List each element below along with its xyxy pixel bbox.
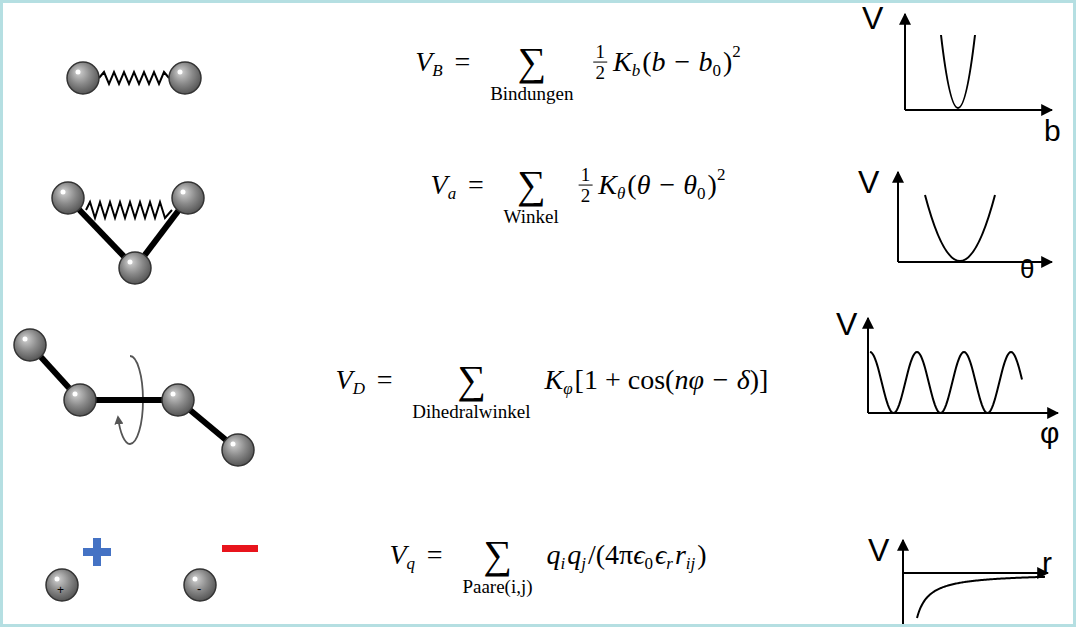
bond-plot — [905, 14, 1052, 110]
sum-symbol: ∑ — [483, 535, 512, 575]
axis-label: θ — [1020, 254, 1034, 284]
formula-row: VB=∑Bindungen12Kb(b − b0)2 — [415, 42, 741, 83]
charge-sign: + — [57, 583, 64, 597]
formula-symbol: K — [598, 171, 617, 199]
formula-symbol: ϵ — [655, 541, 666, 569]
fraction-denominator: 2 — [579, 186, 593, 206]
subscript: a — [448, 185, 457, 202]
minus-symbol — [222, 545, 258, 552]
sum-index: Bindungen — [490, 82, 573, 106]
formula-symbol: = — [427, 541, 443, 569]
formula-symbol: ϵ — [633, 541, 644, 569]
subscript: θ — [617, 185, 625, 202]
subscript: B — [432, 62, 442, 79]
fraction-denominator: 2 — [594, 63, 608, 83]
formula-symbol: ( — [627, 171, 636, 199]
subscript: φ — [563, 380, 572, 397]
superscript: 2 — [717, 166, 726, 183]
fraction-numerator: 1 — [594, 42, 608, 63]
sum-block: ∑Paare(i,j) — [462, 535, 532, 599]
formula-symbol: nφ − δ — [674, 366, 749, 394]
sum-index: Dihedralwinkel — [412, 400, 530, 424]
formula-symbol: ) — [708, 171, 717, 199]
sum-block: ∑Bindungen — [490, 42, 573, 106]
angle-figure — [52, 182, 204, 284]
formula-symbol: V — [389, 541, 406, 569]
angle-plot — [898, 172, 1052, 262]
fraction: 12 — [579, 165, 593, 206]
sum-index: Paare(i,j) — [462, 575, 532, 599]
axis-label: V — [862, 0, 883, 36]
axis-label-box: φ — [1040, 418, 1059, 448]
axis-label: V — [836, 306, 857, 342]
formula-row: Vq=∑Paare(i,j)qiqj/(4πϵ0ϵrrij) — [389, 535, 706, 575]
subscript: 0 — [697, 185, 706, 202]
formula-symbol: [1 + cos( — [575, 366, 675, 394]
formula-row: Va=∑Winkel12Kθ(θ − θ0)2 — [431, 165, 726, 206]
fraction-numerator: 1 — [579, 165, 593, 186]
charge-sign-box: - — [197, 579, 201, 597]
formula-symbol: V — [336, 366, 353, 394]
formula-symbol: q — [547, 541, 561, 569]
sum-index: Winkel — [504, 205, 559, 229]
formula-symbol: θ − θ — [637, 171, 697, 199]
formula-symbol: V — [431, 171, 448, 199]
formula-symbol: q — [567, 541, 581, 569]
axis-label: r — [1042, 546, 1052, 579]
formula-symbol: K — [545, 366, 564, 394]
axis-label: b — [1044, 114, 1061, 147]
formula-symbol: = — [468, 171, 484, 199]
axis-label-box: V — [858, 166, 879, 198]
axis-label-box: V — [836, 308, 857, 340]
charges-figure — [46, 538, 258, 601]
axis-label-box: θ — [1020, 256, 1034, 282]
dihedral-figure — [14, 329, 254, 466]
dihedral-plot — [868, 318, 1058, 413]
formula-symbol: ) — [697, 541, 706, 569]
charge-sign: - — [197, 581, 201, 596]
formula-symbol: /(4π — [588, 541, 633, 569]
axis-label-box: r — [1042, 548, 1052, 578]
subscript: D — [353, 380, 365, 397]
subscript: ij — [686, 555, 695, 572]
formula-symbol: K — [613, 48, 632, 76]
fraction: 12 — [594, 42, 608, 83]
subscript: b — [632, 62, 641, 79]
formula-symbol: ( — [642, 48, 651, 76]
subscript: q — [406, 555, 415, 572]
formula-symbol: = — [455, 48, 471, 76]
formula-symbol: ) — [723, 48, 732, 76]
sum-block: ∑Winkel — [504, 165, 559, 229]
plus-symbol — [93, 538, 101, 566]
bond-spring-figure — [67, 62, 201, 94]
axis-label-box: V — [868, 534, 889, 566]
subscript: 0 — [645, 555, 654, 572]
formula-symbol: r — [675, 541, 686, 569]
axis-label: φ — [1040, 416, 1059, 449]
axis-label: V — [868, 532, 889, 568]
formula-symbol: = — [377, 366, 393, 394]
subscript: 0 — [712, 62, 721, 79]
charge-sign-box: + — [57, 580, 64, 598]
sum-symbol: ∑ — [457, 360, 486, 400]
formula-symbol: b − b — [652, 48, 713, 76]
axis-label: V — [858, 164, 879, 200]
subscript: j — [581, 555, 586, 572]
axis-label-box: V — [862, 2, 883, 34]
sum-symbol: ∑ — [518, 42, 547, 82]
sum-symbol: ∑ — [517, 165, 546, 205]
subscript: r — [666, 555, 673, 572]
coulomb-plot — [903, 540, 1048, 624]
superscript: 2 — [732, 43, 741, 60]
formula-row: VD=∑DihedralwinkelKφ[1 + cos(nφ − δ)] — [336, 360, 769, 400]
subscript: i — [561, 555, 566, 572]
formula-symbol: V — [415, 48, 432, 76]
formula-symbol: )] — [750, 366, 769, 394]
axis-label-box: b — [1044, 116, 1061, 146]
sum-block: ∑Dihedralwinkel — [412, 360, 530, 424]
